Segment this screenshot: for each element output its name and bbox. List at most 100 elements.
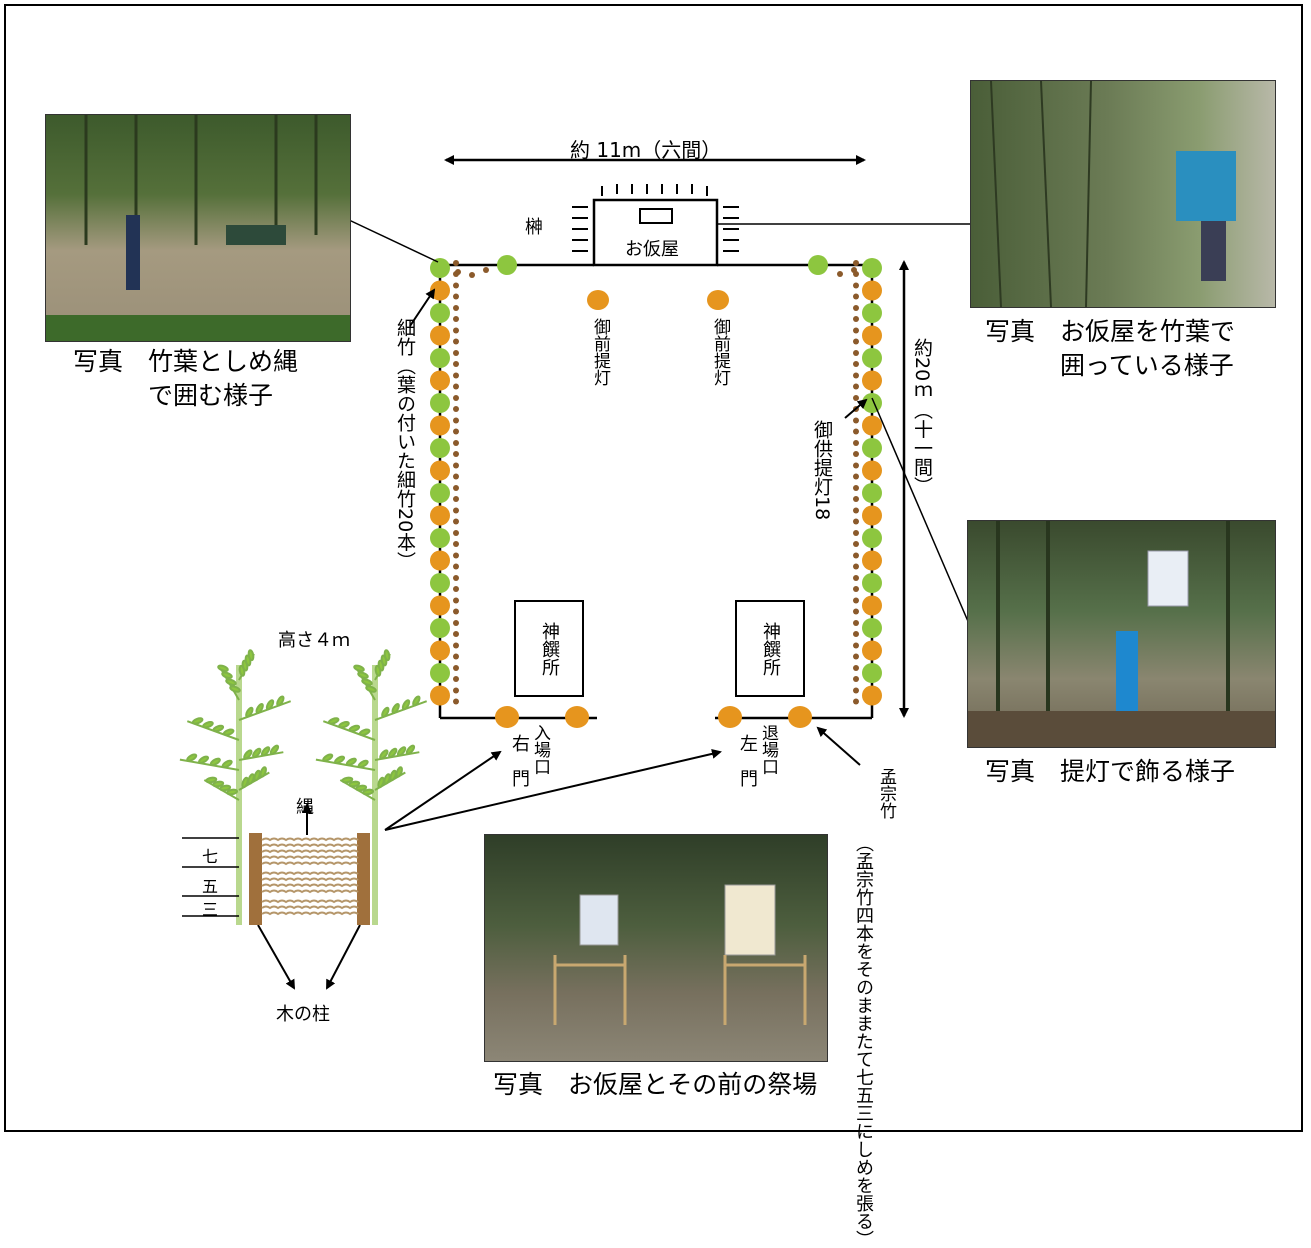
bamboo-marker: [430, 663, 450, 683]
height-label: 高さ４ｍ: [278, 630, 350, 651]
callout-lines: [348, 219, 971, 627]
bamboo-marker: [430, 483, 450, 503]
bamboo-leaf: [348, 724, 361, 733]
mousou-dake-label: 孟宗竹: [876, 768, 896, 819]
small-dot: [853, 552, 859, 559]
gate-lantern: [495, 706, 519, 728]
small-dot: [453, 642, 459, 649]
small-dot: [853, 383, 859, 390]
shimenawa-rope: [261, 911, 359, 916]
small-dot: [469, 272, 475, 278]
gate-lantern: [718, 706, 742, 728]
shichi-label: 七: [202, 847, 219, 866]
bamboo-leaf: [221, 671, 233, 679]
bamboo-marker: [430, 348, 450, 368]
small-dot: [853, 687, 859, 694]
shimenawa-rope: [261, 837, 359, 842]
small-dot: [453, 541, 459, 547]
small-dot: [453, 293, 459, 300]
small-dot: [453, 316, 459, 322]
pointer-arrows: [257, 288, 868, 990]
small-dot: [453, 563, 459, 570]
sakaki-label: 榊: [525, 217, 543, 238]
depth-label: 約20ｍ（十一間）: [911, 338, 933, 496]
photo-lantern-decoration: [967, 520, 1276, 748]
lantern-marker: [862, 460, 882, 481]
bamboo-leaf: [338, 721, 350, 729]
bamboo-leaf: [412, 695, 421, 707]
small-dot: [453, 665, 459, 671]
shimenawa-rope: [261, 889, 359, 894]
bamboo-leaf: [388, 747, 398, 758]
bamboo-leaf: [221, 759, 233, 769]
sakaki-marks: [572, 184, 739, 252]
bamboo-leaf: [383, 649, 391, 662]
gozen-chouchin-left: 御前提灯: [590, 318, 610, 386]
lantern-marker: [862, 685, 882, 706]
small-dot: [453, 395, 459, 401]
bamboo-leaf: [247, 773, 255, 785]
bamboo-marker: [430, 393, 450, 413]
bamboo-marker: [430, 303, 450, 323]
small-dot: [453, 372, 459, 379]
small-dot: [853, 665, 859, 671]
lantern-marker: [862, 505, 882, 526]
bamboo-leaf: [357, 671, 369, 679]
small-dot: [853, 350, 859, 356]
bamboo-leaf: [405, 744, 416, 755]
bamboo-leaf: [389, 769, 397, 782]
bamboo-leaf: [341, 776, 354, 784]
small-dot: [853, 282, 859, 289]
small-dot: [453, 676, 459, 682]
shinsenjo-left: 神饌所: [514, 600, 584, 697]
small-dot: [853, 653, 859, 660]
small-dot: [453, 631, 459, 637]
bamboo-leaf: [225, 678, 237, 686]
bamboo-leaf: [355, 784, 368, 792]
bamboo-leaf: [252, 747, 262, 758]
bamboo-leaf: [260, 746, 271, 757]
bamboo-leaf: [205, 776, 218, 784]
small-dot: [453, 282, 459, 289]
go-label: 五: [202, 877, 219, 896]
photo-shrine-and-festival-ground: [484, 834, 828, 1062]
bamboo-leaf: [396, 746, 407, 757]
shinsenjo-right-label: 神饌所: [760, 621, 781, 676]
gate-illustration: [179, 649, 428, 925]
lantern-marker: [430, 505, 450, 526]
bamboo-leaf: [353, 664, 365, 672]
bamboo-leaf: [358, 728, 371, 736]
bamboo-leaf: [377, 776, 385, 789]
bamboo-marker: [430, 438, 450, 458]
shimenawa-rope: [261, 871, 359, 876]
small-dot: [453, 417, 459, 424]
bamboo-leaf: [222, 728, 235, 736]
bamboo-leaf: [322, 753, 334, 762]
bamboo-leaf: [276, 695, 285, 707]
entrance-mon: 門: [512, 769, 530, 790]
lantern-marker: [862, 280, 882, 301]
small-dot: [853, 440, 859, 446]
small-dot: [853, 485, 859, 491]
lantern-marker: [430, 415, 450, 436]
photo-bamboo-rope: [45, 114, 351, 342]
small-dot: [453, 575, 459, 581]
small-dot: [453, 440, 459, 446]
lantern-marker: [430, 640, 450, 661]
lantern-marker: [430, 460, 450, 481]
bamboo-leaf: [269, 744, 280, 755]
small-dot: [853, 620, 859, 626]
small-dot: [853, 642, 859, 649]
bamboo-leaf: [212, 780, 225, 788]
bamboo-leaf: [395, 766, 403, 778]
lantern-marker: [430, 685, 450, 706]
exit-left-side: 左: [740, 734, 758, 755]
small-dot: [455, 269, 461, 275]
caption-top-left: 写真 竹葉としめ縄 で囲む様子: [73, 347, 299, 410]
small-dot: [453, 597, 459, 604]
bamboo-leaf: [345, 757, 357, 766]
bamboo-leaf: [365, 685, 377, 693]
gate-lantern: [565, 706, 589, 728]
bamboo-leaf: [255, 703, 264, 714]
small-dot: [453, 518, 459, 525]
